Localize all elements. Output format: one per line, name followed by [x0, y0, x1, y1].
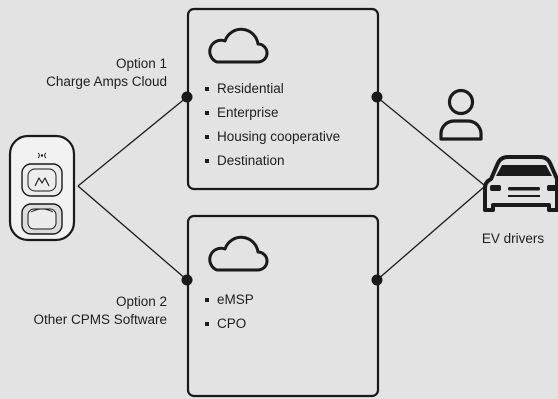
line-charger-to-option1	[77, 96, 188, 187]
line-option2-to-drivers	[376, 186, 485, 281]
dot-option1-left	[181, 91, 193, 103]
dot-option2-left	[181, 274, 193, 286]
person-icon	[439, 88, 483, 141]
cloud-icon	[208, 235, 269, 272]
dot-option2-right	[371, 274, 383, 286]
option2-label: Option 2 Other CPMS Software	[33, 293, 167, 329]
line-option1-to-drivers	[376, 96, 485, 186]
list-item: Residential	[205, 77, 340, 101]
option1-list: Residential Enterprise Housing cooperati…	[205, 77, 340, 173]
ev-charger-icon	[8, 134, 76, 242]
option2-list: eMSP CPO	[205, 288, 254, 336]
list-item: Enterprise	[205, 101, 340, 125]
list-item: CPO	[205, 312, 254, 336]
option1-label: Option 1 Charge Amps Cloud	[46, 55, 167, 91]
drivers-label: EV drivers	[481, 231, 545, 246]
option2-subtitle: Other CPMS Software	[33, 312, 167, 327]
option1-subtitle: Charge Amps Cloud	[46, 74, 167, 89]
connector-lines	[77, 96, 485, 281]
option2-box	[186, 214, 380, 398]
option1-title: Option 1	[115, 56, 167, 71]
list-item: Destination	[205, 149, 340, 173]
option2-title: Option 2	[115, 294, 167, 309]
cloud-icon	[208, 27, 269, 64]
line-charger-to-option2	[77, 185, 188, 281]
dot-option1-right	[371, 91, 383, 103]
connection-dots	[181, 91, 383, 286]
list-item: Housing cooperative	[205, 125, 340, 149]
car-icon	[483, 155, 558, 212]
list-item: eMSP	[205, 288, 254, 312]
